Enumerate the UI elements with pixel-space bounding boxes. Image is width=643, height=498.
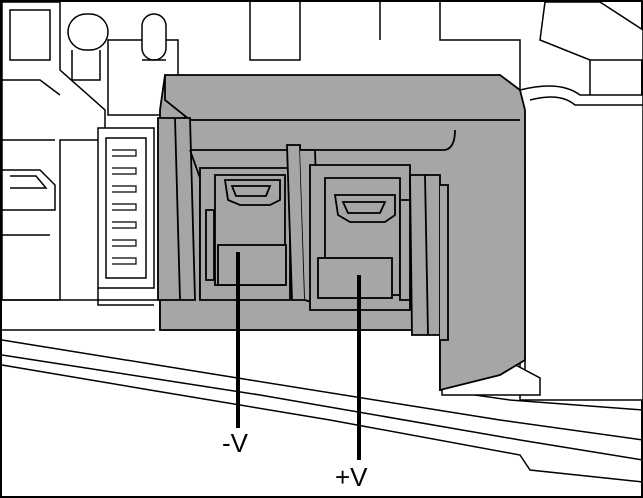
negative-terminal-label: -V xyxy=(222,428,248,458)
terminal-block xyxy=(157,74,526,392)
led-component xyxy=(67,13,179,116)
device-housing xyxy=(1,1,643,483)
positive-terminal-label: +V xyxy=(335,462,368,492)
pin-header xyxy=(97,127,155,306)
